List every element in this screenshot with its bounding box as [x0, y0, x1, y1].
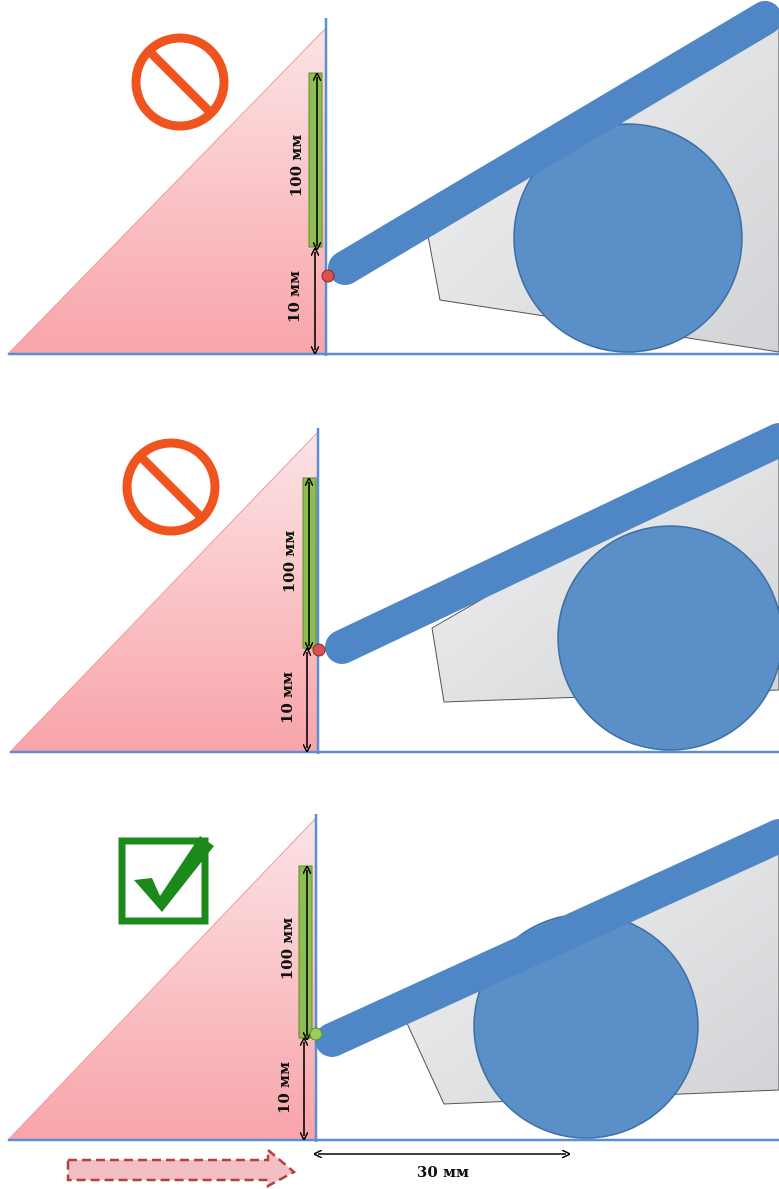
- prohibition-icon: [131, 33, 229, 131]
- distance-label: 30 мм: [417, 1163, 469, 1181]
- panel-2: 100 мм 10 мм: [8, 423, 779, 754]
- height-strip: [298, 865, 313, 1039]
- robot-arm: [315, 819, 779, 1057]
- upper-height-label: 100 мм: [278, 918, 296, 981]
- contact-point: [309, 1027, 323, 1041]
- prohibition-icon: [122, 438, 220, 536]
- movement-arrow: [66, 1147, 297, 1189]
- panel-1: 100 мм 10 мм: [6, 1, 779, 356]
- robot-arm: [325, 423, 779, 664]
- lower-height-label: 10 мм: [275, 1062, 293, 1114]
- height-strip: [308, 72, 323, 248]
- robot-wheel: [513, 123, 743, 353]
- robot-wheel: [557, 525, 779, 751]
- panel-3: 100 мм 10 мм 30 мм: [6, 814, 779, 1189]
- upper-height-label: 100 мм: [280, 531, 298, 594]
- upper-height-label: 100 мм: [287, 135, 305, 198]
- lower-height-label: 10 мм: [285, 271, 303, 323]
- checkmark-icon: [118, 836, 214, 925]
- contact-point: [312, 643, 326, 657]
- lower-height-label: 10 мм: [278, 672, 296, 724]
- ramp-wedge: [6, 26, 327, 355]
- contact-point: [321, 269, 335, 283]
- robot-arm: [328, 1, 779, 285]
- ramp-wedge: [6, 816, 317, 1141]
